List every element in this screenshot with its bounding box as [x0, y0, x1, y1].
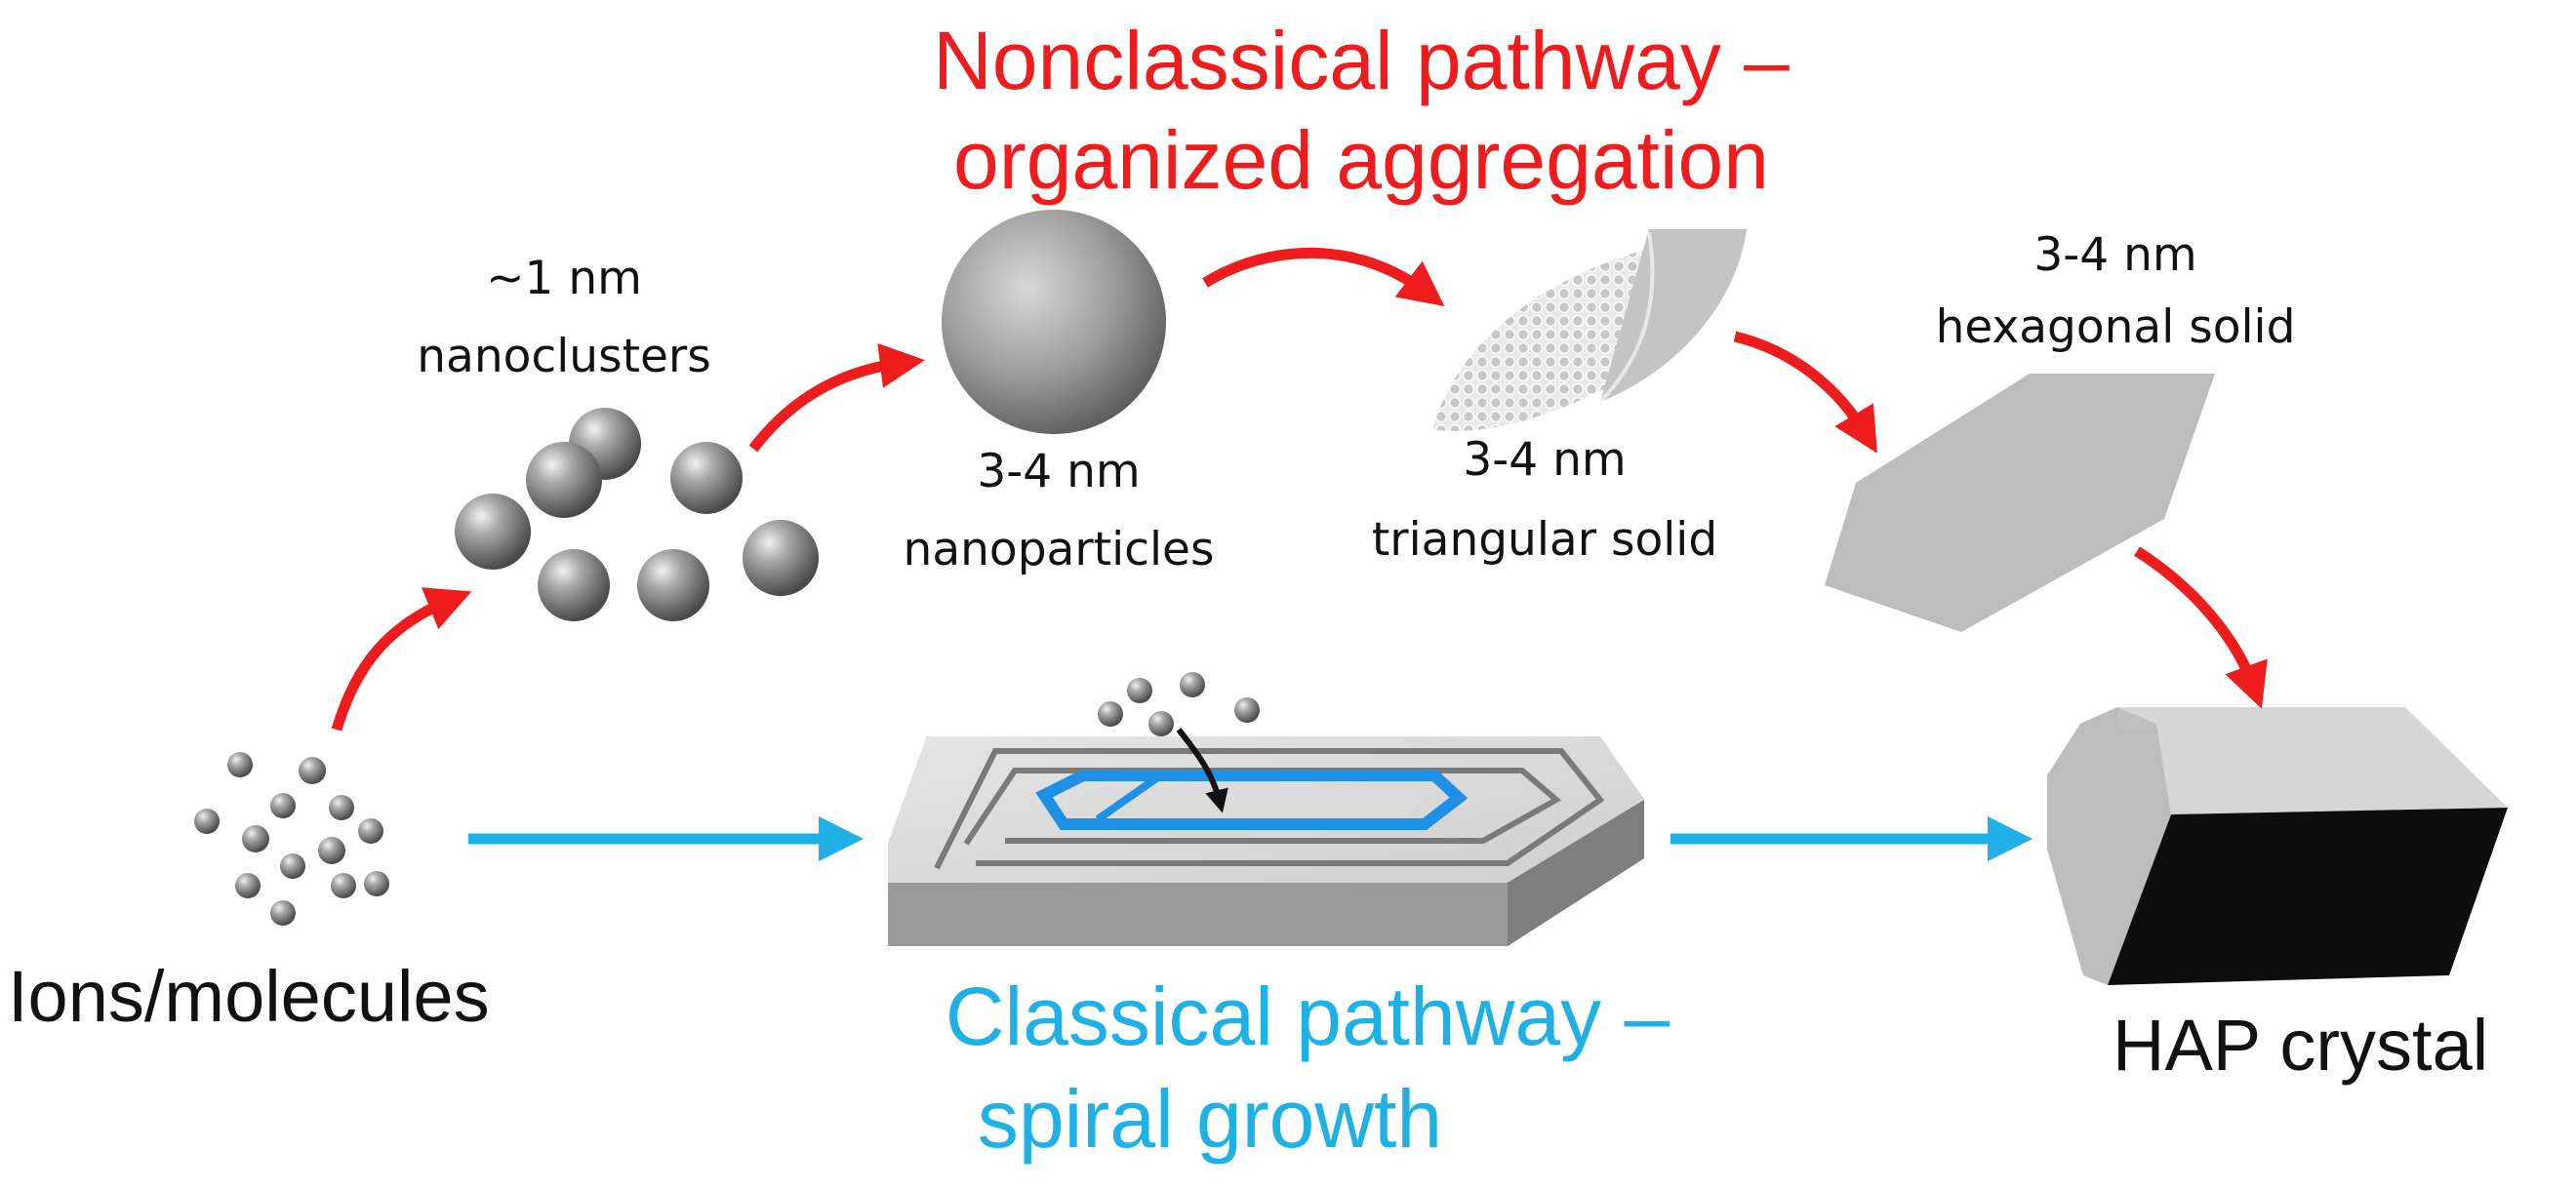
- nanoclusters-label: nanoclusters: [417, 330, 711, 383]
- hap-crystal-label: HAP crystal: [2113, 1005, 2489, 1086]
- hap-crystal-icon: [2047, 707, 2508, 985]
- nanoparticles-label: nanoparticles: [903, 523, 1215, 576]
- hexagonal-label: hexagonal solid: [1935, 300, 2296, 354]
- ions-label: Ions/molecules: [8, 956, 490, 1037]
- red-arrow-5: [2134, 546, 2268, 709]
- classical-title-line2: spiral growth: [977, 1073, 1443, 1165]
- nanoclusters-size: ~1 nm: [486, 252, 642, 305]
- nonclassical-title-line2: organized aggregation: [953, 114, 1769, 206]
- deposit-arrow-icon: [1176, 728, 1228, 813]
- red-arrow-2: [748, 342, 925, 453]
- nanoparticles-size: 3-4 nm: [977, 445, 1141, 498]
- classical-title-line1: Classical pathway –: [945, 971, 1670, 1062]
- ion-dots-icon: [194, 752, 389, 926]
- nanoparticle-sphere-icon: [942, 210, 1166, 434]
- spiral-growth-plate-icon: [888, 736, 1644, 946]
- red-arrow-3: [1202, 247, 1445, 307]
- deposit-spheres-icon: [1098, 672, 1260, 736]
- hexagonal-solid-icon: [1825, 374, 2215, 632]
- nonclassical-arrows: [331, 247, 2268, 732]
- triangular-label: triangular solid: [1371, 513, 1718, 567]
- nonclassical-title-line1: Nonclassical pathway –: [933, 15, 1790, 106]
- red-arrow-1: [331, 587, 472, 732]
- red-arrow-4: [1733, 331, 1877, 454]
- hexagonal-size: 3-4 nm: [2033, 228, 2197, 282]
- triangular-size: 3-4 nm: [1463, 433, 1627, 487]
- nanocluster-spheres-icon: [455, 408, 819, 621]
- triangular-solid-icon: [1432, 229, 1747, 431]
